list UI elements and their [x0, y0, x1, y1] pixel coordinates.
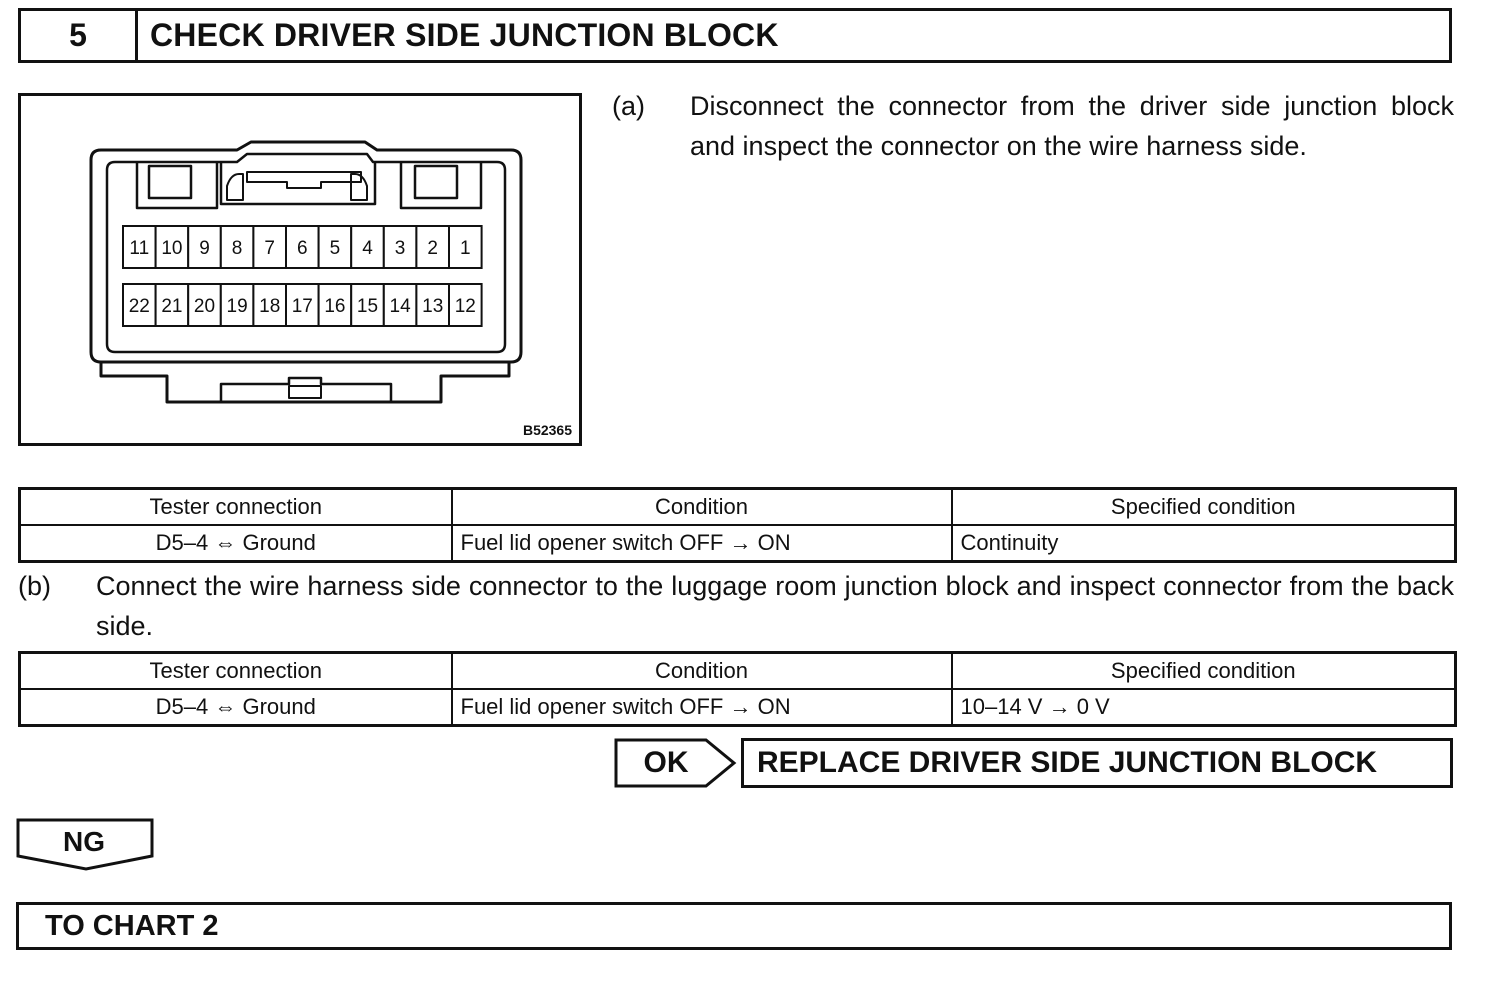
instruction-a: (a) Disconnect the connector from the dr…	[612, 86, 1454, 166]
pin-cell	[285, 283, 320, 327]
pin-number: 21	[161, 296, 182, 317]
pin-number: 14	[390, 296, 412, 317]
table-row: D5–4 ⇔ Ground Fuel lid opener switch OFF…	[18, 688, 1457, 727]
pin-number: 7	[264, 238, 275, 259]
table-header-row: Tester connection Condition Specified co…	[18, 487, 1457, 526]
pin-number: 13	[422, 296, 443, 317]
ng-arrow-icon	[16, 818, 154, 871]
pin-cell	[382, 225, 418, 269]
next-step-box: TO CHART 2	[16, 902, 1452, 950]
pin-cell	[415, 225, 450, 269]
pin-number: 8	[232, 238, 243, 259]
table-cell: D5–4 ⇔ Ground	[18, 524, 453, 563]
pin-cell	[252, 225, 287, 269]
ok-result: REPLACE DRIVER SIDE JUNCTION BLOCK	[741, 738, 1453, 788]
table-cell: Fuel lid opener switch OFF → ON	[450, 524, 953, 563]
table-header: Tester connection	[18, 487, 453, 526]
pin-number: 2	[427, 238, 438, 259]
step-header: 5 CHECK DRIVER SIDE JUNCTION BLOCK	[18, 8, 1452, 63]
ng-indicator: NG	[16, 818, 156, 872]
pin-number: 4	[362, 238, 373, 259]
spec-table-a: Tester connection Condition Specified co…	[18, 487, 1457, 563]
pin-cell	[154, 225, 190, 269]
ok-label: OK	[643, 746, 689, 779]
pin-number: 5	[330, 238, 341, 259]
pin-number: 12	[455, 296, 476, 317]
instruction-a-label: (a)	[612, 91, 645, 121]
table-cell: 10–14 V → 0 V	[950, 688, 1457, 727]
pin-cell	[317, 225, 353, 269]
instruction-b-text: Connect the wire harness side connector …	[96, 571, 1454, 641]
table-cell: Fuel lid opener switch OFF → ON	[450, 688, 953, 727]
pin-cell	[350, 283, 385, 327]
pin-cell	[382, 283, 418, 327]
pin-cell	[187, 225, 222, 269]
pin-number: 3	[395, 238, 406, 259]
pin-number: 17	[292, 296, 313, 317]
pin-cell	[350, 225, 385, 269]
pin-cell	[415, 283, 450, 327]
table-row: D5–4 ⇔ Ground Fuel lid opener switch OFF…	[18, 524, 1457, 563]
pin-number: 16	[324, 296, 345, 317]
pin-number: 11	[129, 238, 149, 259]
pin-number: 22	[129, 296, 150, 317]
pin-number: 9	[199, 238, 210, 259]
ok-arrow-icon	[614, 738, 737, 788]
table-header: Condition	[450, 651, 953, 690]
instruction-b: (b) Connect the wire harness side connec…	[18, 566, 1454, 646]
pin-cell	[448, 225, 483, 269]
pin-cell	[252, 283, 287, 327]
figure-code: B52365	[522, 422, 572, 438]
table-header-row: Tester connection Condition Specified co…	[18, 651, 1457, 690]
ok-indicator: OK	[614, 738, 738, 788]
pin-cell	[122, 283, 157, 327]
instruction-b-label: (b)	[18, 571, 51, 601]
spec-table-b: Tester connection Condition Specified co…	[18, 651, 1457, 727]
pin-number: 20	[194, 296, 215, 317]
step-number: 5	[21, 11, 138, 60]
pin-number: 6	[297, 238, 308, 259]
pin-number: 10	[161, 238, 182, 259]
ng-label: NG	[63, 826, 105, 857]
table-cell: D5–4 ⇔ Ground	[18, 688, 453, 727]
table-header: Condition	[450, 487, 953, 526]
pin-number: 18	[259, 296, 280, 317]
table-header: Specified condition	[950, 651, 1457, 690]
pin-number: 19	[227, 296, 248, 317]
pin-number: 15	[357, 296, 378, 317]
table-header: Tester connection	[18, 651, 453, 690]
step-title: CHECK DRIVER SIDE JUNCTION BLOCK	[150, 17, 779, 53]
pin-cell	[122, 225, 157, 269]
pin-cell	[448, 283, 483, 327]
pin-number: 1	[460, 238, 471, 259]
instruction-a-text: Disconnect the connector from the driver…	[690, 91, 1454, 161]
table-header: Specified condition	[950, 487, 1457, 526]
table-cell: Continuity	[950, 524, 1457, 563]
